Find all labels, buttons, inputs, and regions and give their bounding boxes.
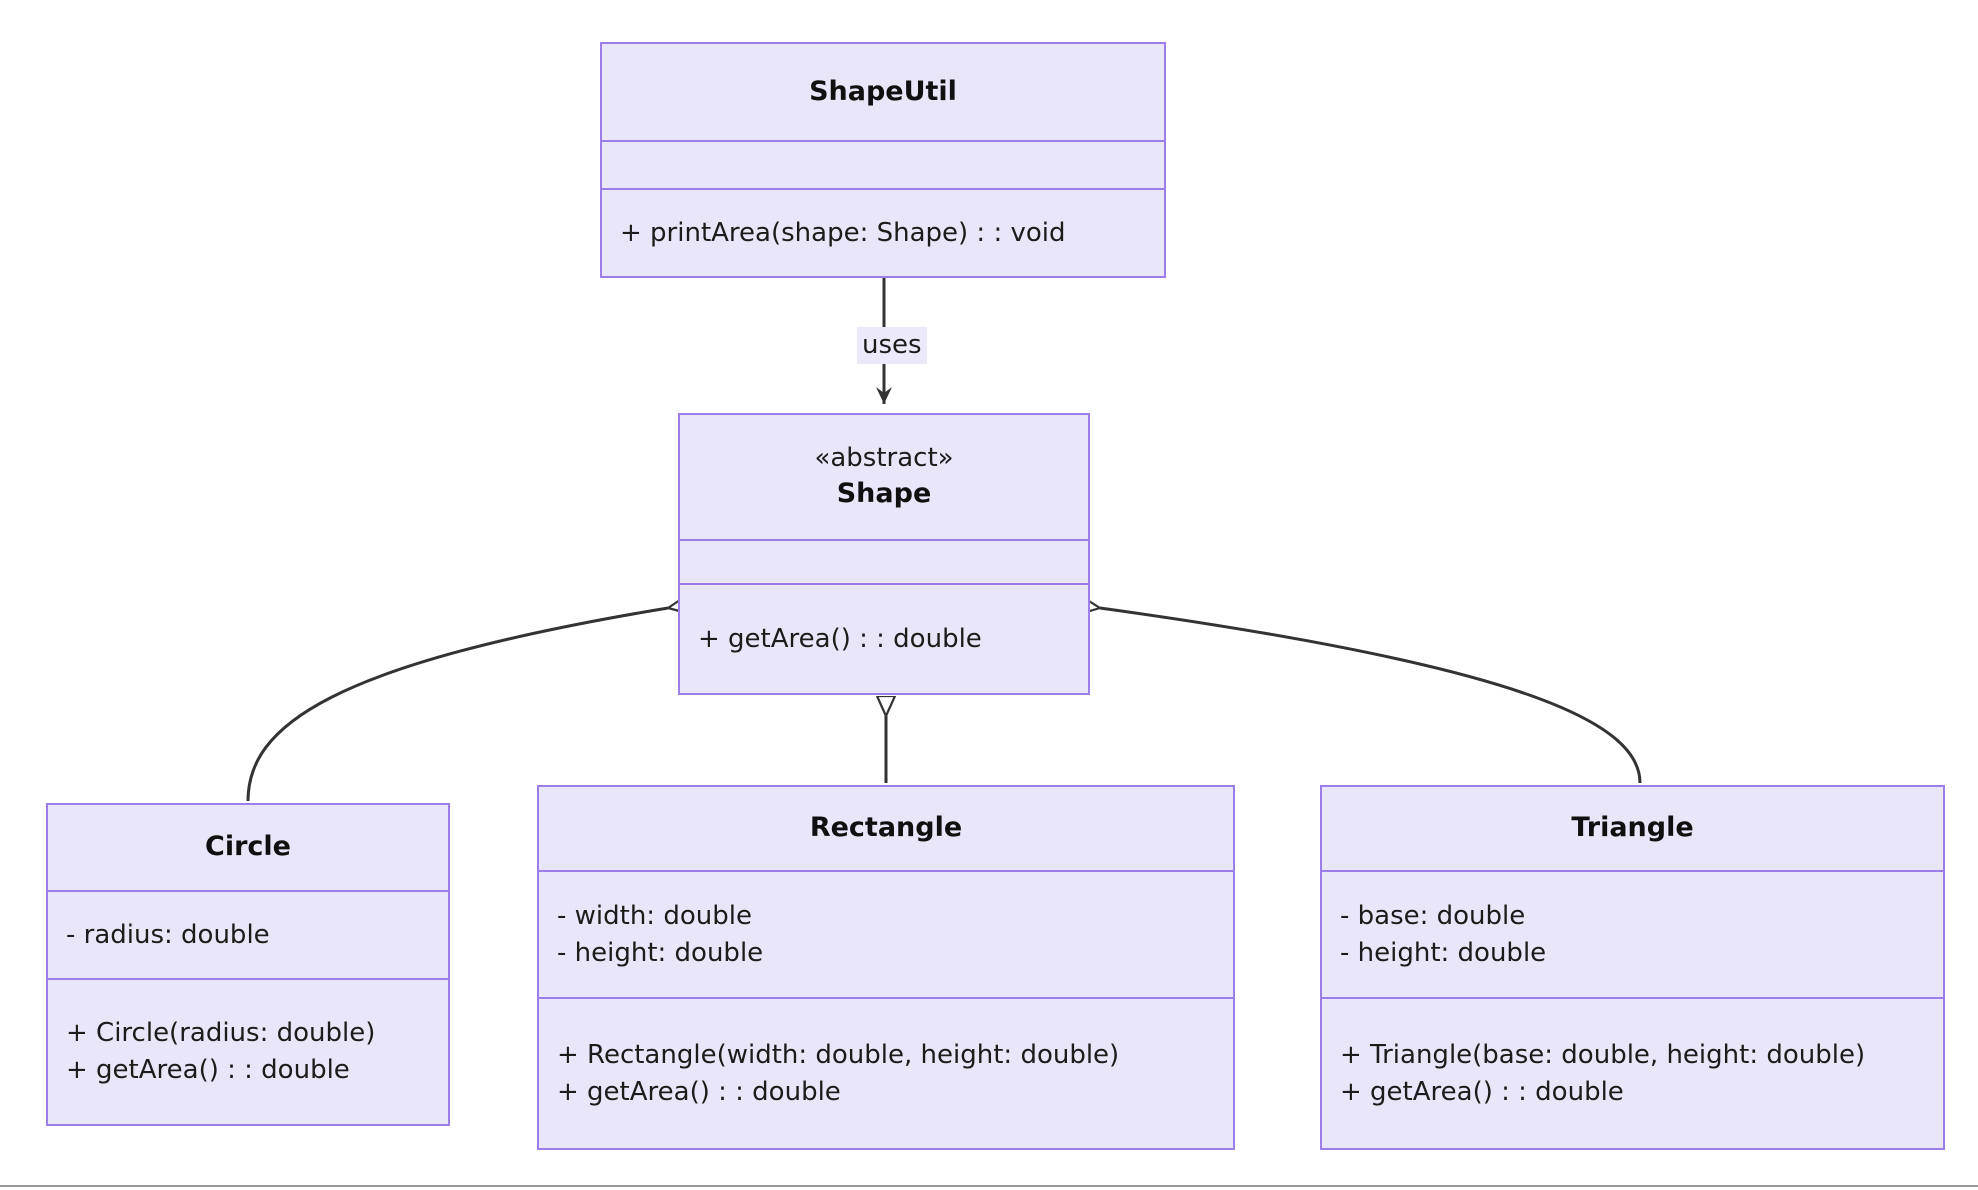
class-name-shape: Shape — [836, 478, 932, 510]
class-title-rectangle: Rectangle — [539, 787, 1233, 870]
attribute-item: - base: double — [1340, 900, 1526, 931]
attribute-item: - radius: double — [66, 919, 270, 950]
method-item: + getArea() : : double — [66, 1055, 350, 1085]
method-item: + Rectangle(width: double, height: doubl… — [557, 1039, 1120, 1070]
class-title-circle: Circle — [48, 805, 448, 890]
class-methods-shapeutil: + printArea(shape: Shape) : : void — [602, 188, 1164, 276]
class-methods-triangle: + Triangle(base: double, height: double)… — [1322, 997, 1943, 1148]
class-attributes-shapeutil — [602, 140, 1164, 188]
attribute-list-circle: - radius: double — [48, 917, 448, 954]
attribute-item: - width: double — [557, 900, 752, 931]
class-attributes-circle: - radius: double — [48, 890, 448, 978]
class-methods-rectangle: + Rectangle(width: double, height: doubl… — [539, 997, 1233, 1148]
class-title-triangle: Triangle — [1322, 787, 1943, 870]
class-title-shape: «abstract» Shape — [680, 415, 1088, 539]
method-item: + getArea() : : double — [698, 623, 982, 654]
method-item: + Triangle(base: double, height: double) — [1340, 1039, 1866, 1070]
attribute-list-rectangle: - width: double - height: double — [539, 898, 1233, 972]
class-name-triangle: Triangle — [1571, 812, 1694, 844]
edge-label-uses: uses — [857, 327, 927, 365]
class-methods-shape: + getArea() : : double — [680, 583, 1088, 693]
method-list-triangle: + Triangle(base: double, height: double)… — [1322, 1037, 1943, 1111]
class-name-circle: Circle — [205, 831, 291, 863]
method-list-circle: + Circle(radius: double) + getArea() : :… — [48, 1015, 448, 1089]
class-box-circle[interactable]: Circle - radius: double + Circle(radius:… — [46, 803, 450, 1126]
page-bottom-divider — [0, 1185, 1978, 1187]
class-name-shapeutil: ShapeUtil — [809, 75, 957, 107]
class-stereotype-shape: «abstract» — [814, 443, 954, 474]
class-box-shapeutil[interactable]: ShapeUtil + printArea(shape: Shape) : : … — [600, 42, 1166, 278]
method-list-rectangle: + Rectangle(width: double, height: doubl… — [539, 1037, 1233, 1111]
attribute-list-triangle: - base: double - height: double — [1322, 898, 1943, 972]
class-methods-circle: + Circle(radius: double) + getArea() : :… — [48, 978, 448, 1124]
method-item: + getArea() : : double — [557, 1076, 841, 1107]
class-box-triangle[interactable]: Triangle - base: double - height: double… — [1320, 785, 1945, 1150]
class-name-rectangle: Rectangle — [809, 812, 963, 844]
attribute-item: - height: double — [557, 937, 764, 968]
attribute-item: - height: double — [1340, 937, 1547, 968]
class-title-shapeutil: ShapeUtil — [602, 44, 1164, 140]
class-attributes-rectangle: - width: double - height: double — [539, 870, 1233, 997]
class-box-shape[interactable]: «abstract» Shape + getArea() : : double — [678, 413, 1090, 695]
method-item: + getArea() : : double — [1340, 1076, 1624, 1107]
method-item: + Circle(radius: double) — [66, 1018, 376, 1049]
class-attributes-shape — [680, 539, 1088, 583]
class-box-rectangle[interactable]: Rectangle - width: double - height: doub… — [537, 785, 1235, 1150]
method-list-shape: + getArea() : : double — [680, 621, 1088, 658]
method-list-shapeutil: + printArea(shape: Shape) : : void — [602, 215, 1164, 252]
method-item: + printArea(shape: Shape) : : void — [620, 217, 1066, 248]
class-attributes-triangle: - base: double - height: double — [1322, 870, 1943, 997]
edge-circle-extends-shape — [246, 608, 668, 802]
edge-triangle-extends-shape — [1100, 608, 1642, 784]
